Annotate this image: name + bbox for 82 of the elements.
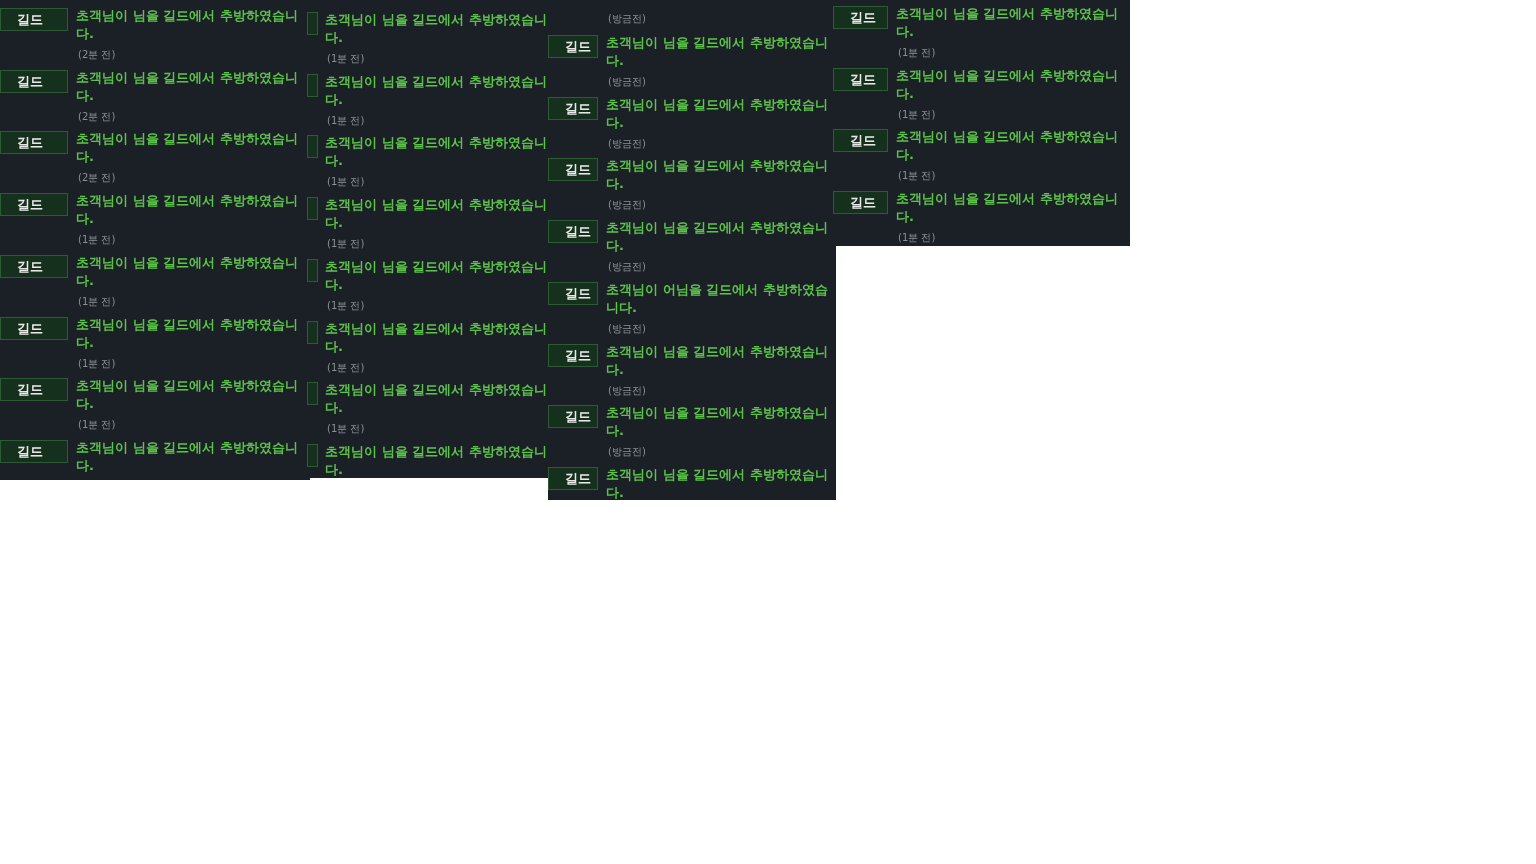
channel-tag: 길드: [548, 158, 598, 182]
chat-message: 초객님이 님을 길드에서 추방하였습니다.: [325, 257, 548, 294]
channel-tag: 길드: [548, 220, 598, 244]
timestamp: (방금전): [608, 260, 646, 274]
chat-message: 초객님이 님을 길드에서 추방하였습니다.: [606, 95, 829, 132]
chat-message: 초객님이 님을 길드에서 추방하였습니다.: [606, 219, 829, 256]
chat-message: 초객님이 님을 길드에서 추방하였습니다.: [76, 438, 299, 475]
timestamp: (방금전): [608, 12, 646, 25]
chat-message: 초객님이 님을 길드에서 추방하였습니다.: [606, 465, 829, 502]
chat-message: 초객님이 님을 길드에서 추방하였습니다.: [325, 134, 548, 171]
timestamp: (방금전): [608, 75, 646, 88]
timestamp: (1분 전): [327, 298, 365, 312]
timestamp: (1분 전): [327, 175, 365, 189]
tag-box: [307, 443, 318, 467]
timestamp: (방금전): [608, 321, 646, 335]
tag-box: [307, 320, 318, 344]
chat-message: 초객님이 님을 길드에서 추방하였습니다.: [325, 319, 548, 356]
tag-box: [307, 258, 318, 282]
timestamp: (1분 전): [898, 107, 936, 121]
channel-tag: 길드: [548, 35, 598, 58]
timestamp: (1분 전): [327, 422, 365, 436]
timestamp: (2분 전): [78, 48, 116, 61]
channel-tag: 길드: [548, 466, 598, 490]
chat-message: 초객님이 님을 길드에서 추방하였습니다.: [76, 192, 299, 229]
timestamp: (1분 전): [327, 360, 365, 374]
chat-message: 초객님이 님을 길드에서 추방하였습니다.: [76, 377, 299, 414]
timestamp: (1분 전): [78, 356, 116, 370]
chat-message: 초객님이 님을 길드에서 추방하였습니다.: [76, 7, 299, 43]
timestamp: (1분 전): [898, 169, 936, 183]
timestamp: (방금전): [608, 445, 646, 459]
timestamp: (1분 전): [327, 113, 365, 127]
channel-tag: 길드: [0, 254, 68, 278]
chat-message: 초객님이 님을 길드에서 추방하였습니다.: [76, 130, 299, 167]
channel-tag: 길드: [0, 316, 68, 340]
chat-message: 초객님이 어님을 길드에서 추방하였습니다.: [606, 280, 829, 317]
channel-tag: 길드: [833, 67, 888, 91]
chat-message: 초객님이 님을 길드에서 추방하였습니다.: [76, 315, 299, 352]
chat-message: 초객님이 님을 길드에서 추방하였습니다.: [76, 68, 299, 105]
channel-tag: 길드: [0, 378, 68, 402]
channel-tag: 길드: [833, 129, 888, 153]
channel-tag: 길드: [833, 191, 888, 215]
timestamp: (1분 전): [78, 294, 116, 308]
chat-message: 초객님이 님을 길드에서 추방하였습니다.: [606, 342, 829, 379]
tag-box: [307, 135, 318, 159]
timestamp: (1분 전): [78, 233, 116, 247]
channel-tag: 길드: [0, 131, 68, 155]
channel-tag: 길드: [0, 69, 68, 93]
chat-message: 초객님이 님을 길드에서 추방하였습니다.: [896, 66, 1119, 103]
timestamp: (방금전): [608, 383, 646, 397]
tag-box: [307, 197, 318, 221]
tag-box: [307, 73, 318, 97]
timestamp: (1분 전): [327, 237, 365, 251]
timestamp: (방금전): [608, 198, 646, 212]
timestamp: (2분 전): [78, 171, 116, 185]
timestamp: (2분 전): [78, 109, 116, 123]
chat-message: 초객님이 님을 길드에서 추방하였습니다.: [325, 11, 548, 47]
chat-message: 초객님이 님을 길드에서 추방하였습니다.: [606, 34, 829, 70]
tag-box: [307, 12, 318, 35]
channel-tag: 길드: [0, 193, 68, 217]
timestamp: (방금전): [608, 136, 646, 150]
timestamp: (1분 전): [78, 418, 116, 432]
channel-tag: 길드: [548, 405, 598, 429]
chat-message: 초객님이 님을 길드에서 추방하였습니다.: [325, 196, 548, 233]
chat-message: 초객님이 님을 길드에서 추방하였습니다.: [606, 404, 829, 441]
channel-tag: 길드: [0, 8, 68, 31]
channel-tag: 길드: [833, 6, 888, 29]
chat-message: 초객님이 님을 길드에서 추방하였습니다.: [606, 157, 829, 194]
timestamp: (1분 전): [898, 46, 936, 59]
chat-message: 초객님이 님을 길드에서 추방하였습니다.: [896, 128, 1119, 165]
chat-message: 초객님이 님을 길드에서 추방하였습니다.: [896, 190, 1119, 227]
channel-tag: 길드: [548, 96, 598, 120]
chat-message: 초객님이 님을 길드에서 추방하였습니다.: [325, 72, 548, 109]
timestamp: (1분 전): [898, 231, 936, 245]
chat-message: 초객님이 님을 길드에서 추방하였습니다.: [325, 381, 548, 418]
chat-message: 초객님이 님을 길드에서 추방하였습니다.: [896, 5, 1119, 41]
chat-message: 초객님이 님을 길드에서 추방하였습니다.: [76, 253, 299, 290]
channel-tag: 길드: [0, 439, 68, 463]
timestamp: (1분 전): [327, 52, 365, 65]
channel-tag: 길드: [548, 343, 598, 367]
chat-message: 초객님이 님을 길드에서 추방하였습니다.: [325, 442, 548, 479]
tag-box: [307, 382, 318, 406]
channel-tag: 길드: [548, 281, 598, 305]
